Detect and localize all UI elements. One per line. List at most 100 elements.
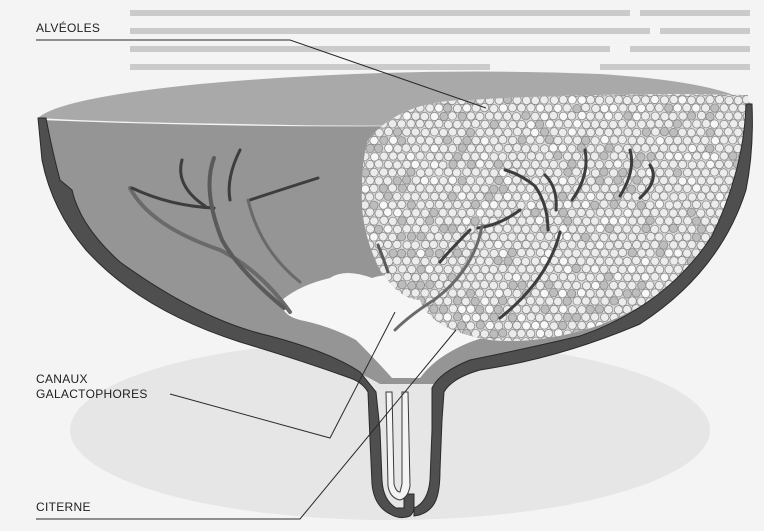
alveolus — [443, 136, 451, 144]
alveolus — [494, 256, 502, 264]
alveolus — [522, 112, 530, 120]
alveolus — [421, 257, 429, 265]
alveolus — [641, 112, 649, 120]
alveolus — [554, 281, 562, 289]
alveolus — [591, 265, 599, 273]
alveolus — [467, 160, 475, 168]
alveolus — [655, 200, 663, 208]
alveolus — [499, 104, 507, 112]
alveolus — [435, 104, 443, 112]
alveolus — [591, 233, 599, 241]
alveolus — [697, 306, 705, 314]
alveolus — [693, 184, 701, 192]
alveolus — [448, 225, 456, 233]
alveolus — [688, 289, 696, 297]
alveolus — [688, 161, 696, 169]
alveolus — [578, 128, 586, 136]
alveolus — [683, 137, 691, 145]
alveolus — [687, 96, 695, 104]
alveolus — [716, 112, 724, 120]
alveolus — [513, 160, 521, 168]
alveolus — [656, 152, 664, 160]
alveolus — [370, 233, 378, 241]
alveolus — [554, 152, 562, 160]
alveolus — [669, 144, 677, 152]
alveolus — [678, 321, 686, 329]
alveolus — [549, 111, 557, 119]
alveolus — [559, 321, 567, 329]
alveolus — [421, 273, 429, 281]
alveolus — [734, 257, 742, 265]
alveolus — [678, 193, 686, 201]
alveolus — [435, 200, 443, 208]
alveolus — [522, 225, 530, 233]
alveolus — [711, 104, 719, 112]
alveolus — [696, 96, 704, 104]
alveolus — [563, 185, 571, 193]
alveolus — [633, 241, 641, 249]
alveolus — [512, 273, 520, 281]
alveolus — [476, 321, 484, 329]
alveolus — [517, 329, 525, 337]
alveolus — [407, 217, 415, 225]
alveolus — [684, 153, 692, 161]
alveolus — [384, 192, 392, 200]
alveolus — [610, 136, 618, 144]
alveolus — [550, 128, 558, 136]
alveolus — [402, 144, 410, 152]
alveolus — [495, 176, 503, 184]
alveolus — [568, 257, 576, 265]
alveolus — [412, 273, 420, 281]
alveolus — [426, 281, 434, 289]
alveolus — [738, 346, 746, 354]
alveolus — [619, 168, 627, 176]
alveolus — [614, 225, 622, 233]
alveolus — [618, 217, 626, 225]
alveolus — [522, 193, 530, 201]
alveolus — [591, 297, 599, 305]
alveolus — [591, 169, 599, 177]
alveolus — [568, 128, 576, 136]
alveolus — [591, 201, 599, 209]
alveolus — [729, 152, 737, 160]
alveolus — [655, 233, 663, 241]
alveolus — [463, 104, 471, 112]
alveolus — [660, 273, 668, 281]
alveolus — [440, 112, 448, 120]
alveolus — [646, 265, 654, 273]
alveolus — [485, 145, 493, 153]
alveolus — [476, 177, 484, 185]
alveolus — [453, 313, 461, 321]
alveolus — [499, 249, 507, 257]
alveolus — [394, 209, 402, 217]
alveolus — [489, 281, 497, 289]
alveolus — [522, 160, 530, 168]
alveolus — [485, 112, 493, 120]
alveolus — [467, 273, 475, 281]
alveolus — [632, 289, 640, 297]
alveolus — [494, 209, 502, 217]
alveolus — [435, 168, 443, 176]
alveolus — [659, 241, 667, 249]
alveolus — [549, 144, 557, 152]
alveolus — [403, 241, 411, 249]
alveolus — [706, 289, 714, 297]
alveolus — [647, 120, 655, 128]
alveolus — [536, 168, 544, 176]
alveolus — [508, 104, 516, 112]
alveolus — [697, 225, 705, 233]
alveolus — [742, 256, 750, 264]
alveolus — [605, 241, 613, 249]
alveolus — [715, 128, 723, 136]
alveolus — [637, 184, 645, 192]
alveolus — [374, 144, 382, 152]
alveolus — [490, 185, 498, 193]
alveolus — [458, 144, 466, 152]
alveolus — [660, 192, 668, 200]
alveolus — [660, 160, 668, 168]
alveolus — [443, 313, 451, 321]
alveolus — [587, 192, 595, 200]
alveolus — [490, 313, 498, 321]
alveolus — [558, 289, 566, 297]
alveolus — [683, 168, 691, 176]
